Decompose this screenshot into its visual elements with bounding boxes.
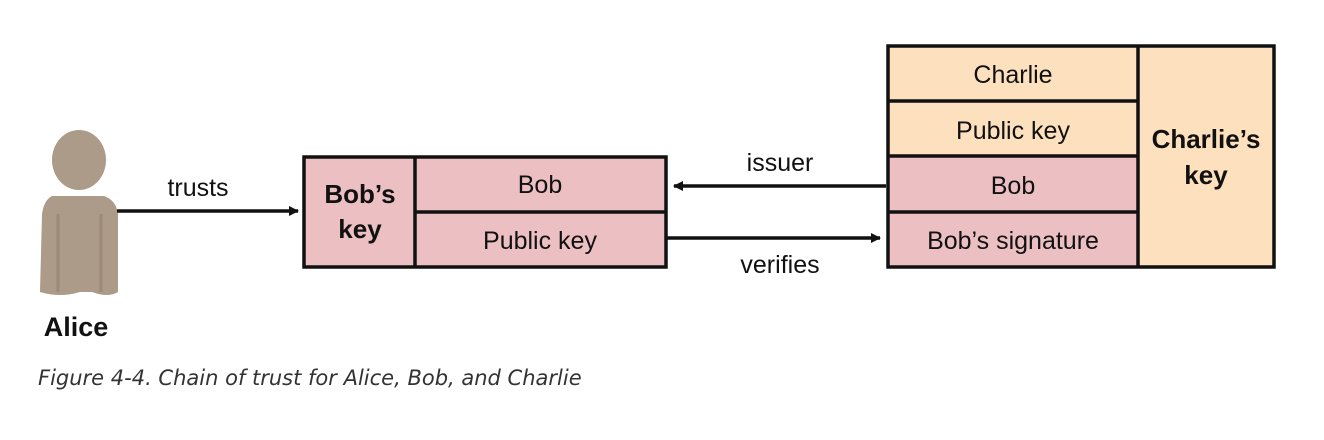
- charlie-key-box: Charlie Public key Bob Bob’s signature C…: [886, 44, 1276, 269]
- bob-key-name: Bob: [518, 171, 562, 199]
- charlie-key-public-key: Public key: [956, 117, 1070, 145]
- bob-key-title-line2: key: [338, 214, 382, 244]
- alice-label: Alice: [44, 312, 109, 342]
- person-icon: [40, 130, 118, 295]
- issuer-label: issuer: [747, 149, 814, 177]
- person-arm-lines: [56, 214, 103, 292]
- trusts-label: trusts: [167, 174, 228, 202]
- figure-caption: Figure 4-4. Chain of trust for Alice, Bo…: [38, 366, 582, 390]
- person-body: [40, 196, 118, 295]
- verifies-label: verifies: [740, 251, 819, 279]
- charlie-key-title-line1: Charlie’s: [1152, 124, 1261, 154]
- bob-key-title-line1: Bob’s: [324, 179, 395, 209]
- charlie-key-name: Charlie: [973, 61, 1052, 89]
- person-head: [52, 130, 106, 190]
- bob-key-box: Bob’s key Bob Public key: [302, 155, 668, 269]
- bob-key-public-key: Public key: [483, 227, 597, 255]
- charlie-key-title-line2: key: [1184, 160, 1228, 190]
- charlie-key-subject: Bob: [991, 172, 1035, 200]
- charlie-key-title-cell: [1138, 46, 1274, 267]
- charlie-key-signature: Bob’s signature: [927, 227, 1099, 255]
